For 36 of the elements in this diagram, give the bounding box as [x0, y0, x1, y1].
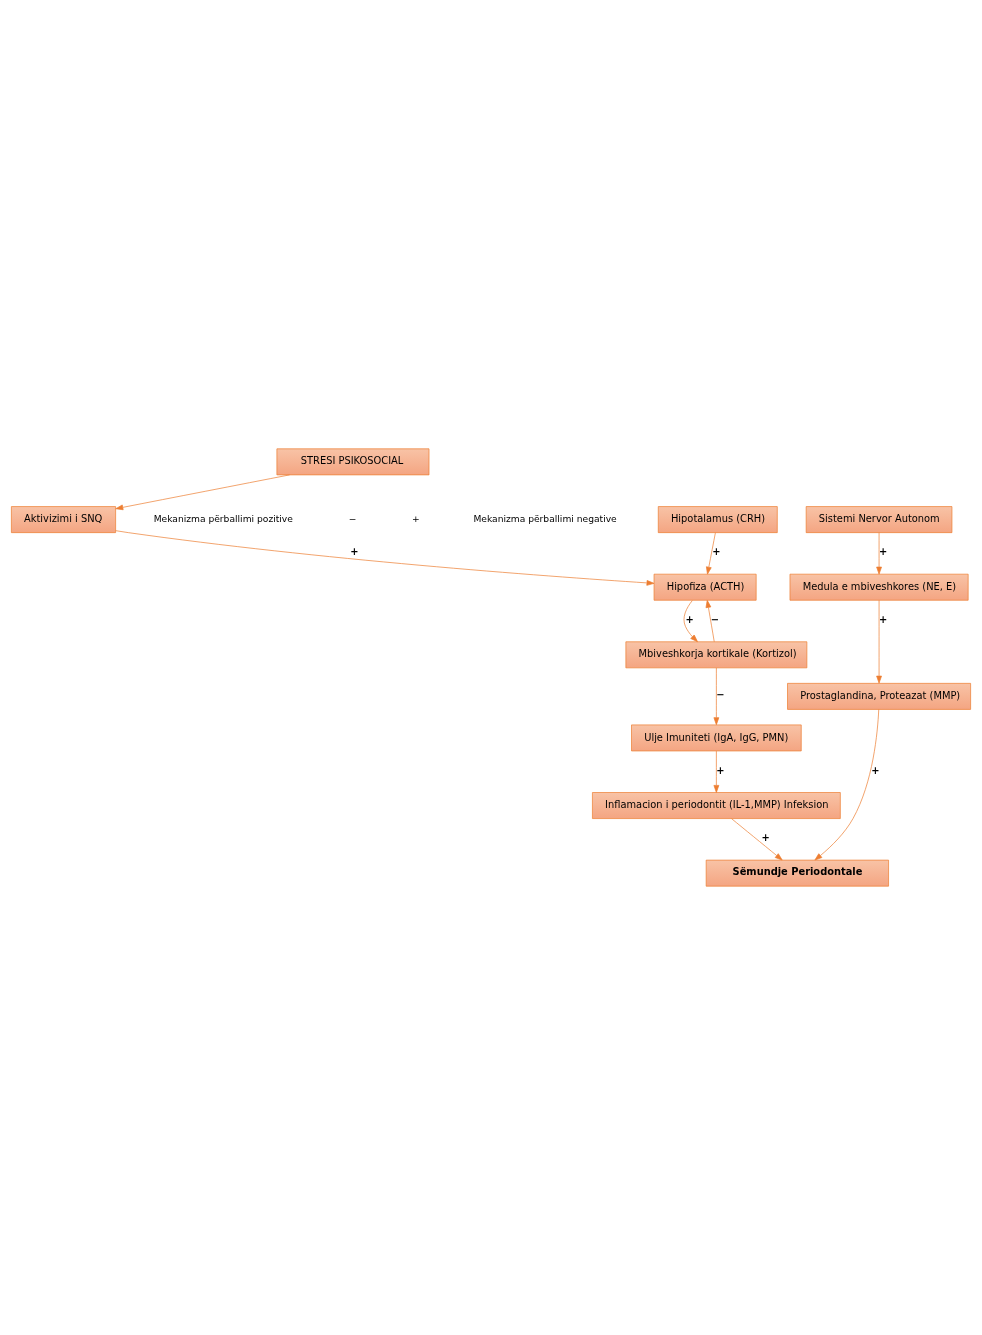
label: Mekanizma përballimi negative — [473, 513, 617, 524]
node-box: Inflamacion i periodontit (IL-1,MMP) Infeksion — [592, 792, 841, 819]
label: Mekanizma përballimi pozitive — [153, 513, 293, 524]
node-box: Aktivizimi i SNQ — [11, 506, 116, 533]
arrow — [876, 532, 882, 575]
edge-label: + — [716, 764, 725, 776]
edge-label: + — [761, 832, 770, 844]
node-box: Mbiveshkorja kortikale (Kortizol) — [625, 641, 808, 669]
node-box: Sëmundje Periodontale — [705, 859, 889, 887]
arrow — [814, 709, 880, 861]
arrow — [115, 474, 290, 511]
arrow — [731, 818, 783, 861]
arrow — [713, 750, 720, 793]
node-box: Hipofiza (ACTH) — [653, 573, 757, 601]
edge-label: + — [871, 764, 880, 776]
node-box: STRESI PSIKOSOCIAL — [276, 448, 430, 476]
arrow — [706, 532, 716, 575]
edge-label: + — [879, 613, 888, 625]
edge-label: + — [685, 613, 694, 625]
node-box: Sistemi Nervor Autonom — [805, 506, 953, 533]
node-box: Hipotalamus (CRH) — [657, 506, 778, 533]
label: − — [348, 513, 357, 524]
edge-label: + — [712, 546, 721, 558]
arrow — [713, 667, 720, 726]
arrow — [705, 600, 715, 643]
edge-label: + — [879, 546, 888, 558]
node-box: Medula e mbiveshkores (NE, E) — [789, 573, 969, 601]
label: + — [412, 513, 420, 524]
edge-label: + — [350, 546, 359, 558]
edge-label: − — [716, 689, 725, 701]
arrow — [683, 600, 698, 643]
node-box: Ulje Imuniteti (IgA, IgG, PMN) — [631, 724, 802, 752]
edge-label: − — [710, 613, 719, 625]
arrow — [876, 599, 882, 684]
node-box: Prostaglandina, Proteazat (MMP) — [787, 683, 971, 710]
arrow — [115, 530, 655, 586]
